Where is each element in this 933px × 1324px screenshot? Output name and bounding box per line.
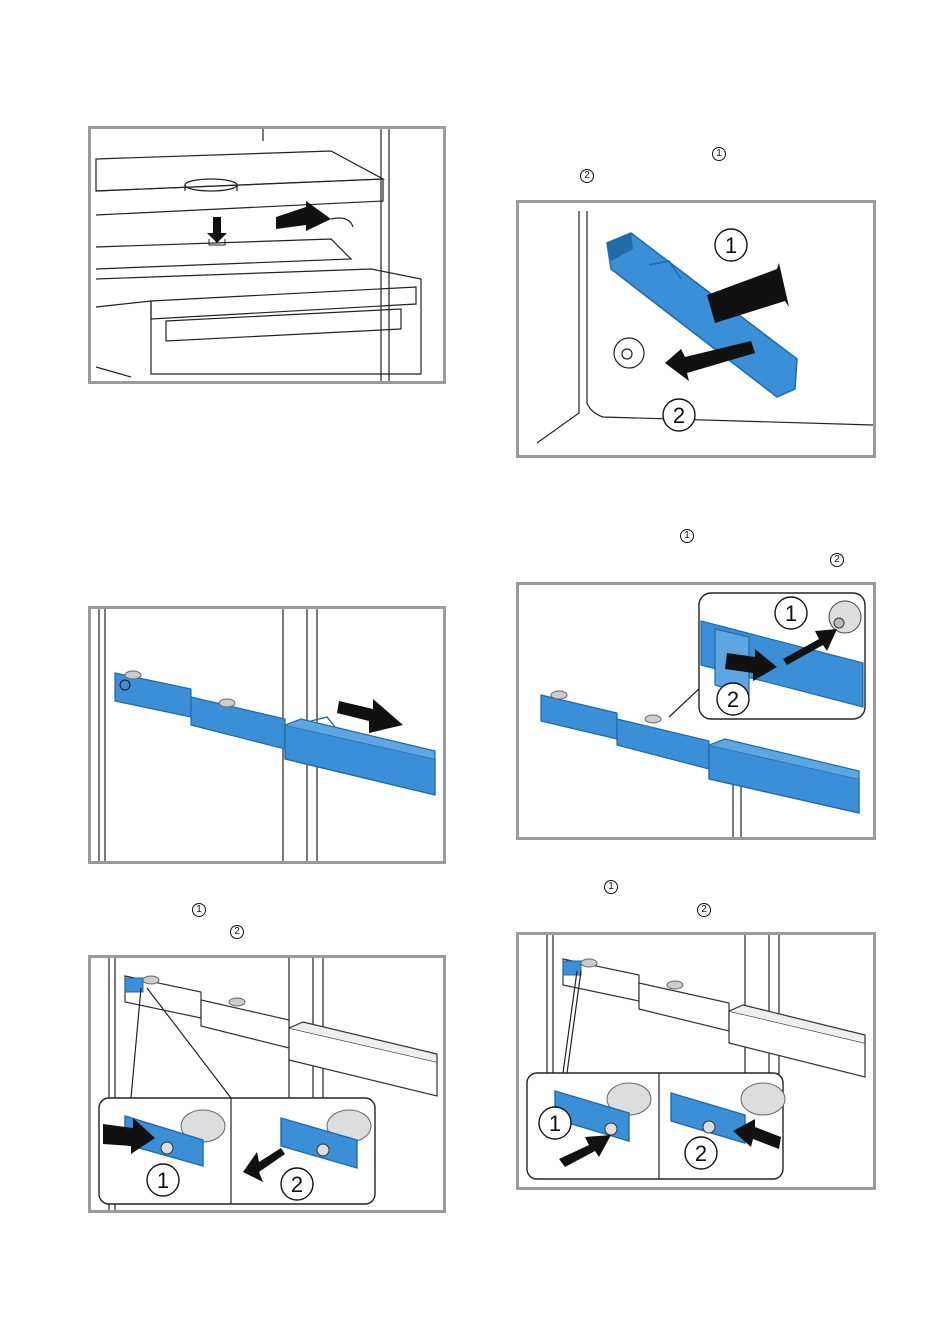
callout-number: 1 [549, 1111, 561, 1136]
figure-rail-unlock: 1 2 [88, 955, 446, 1213]
step-marker-2: 2 [830, 553, 844, 567]
part-remove-illustration: 1 2 [519, 203, 873, 455]
step-marker-2: 2 [697, 903, 711, 917]
step-marker-1: 1 [680, 529, 694, 543]
callout-number: 2 [291, 1172, 303, 1197]
callout-number: 2 [673, 403, 685, 428]
step-marker-2: 2 [580, 169, 594, 183]
rail-lock-illustration: 1 2 [519, 935, 873, 1187]
callout-number: 1 [725, 233, 737, 258]
callout-number: 2 [727, 687, 739, 712]
rail-slide-illustration [91, 609, 443, 861]
figure-rail-slide [88, 606, 446, 864]
callout-number: 1 [785, 601, 797, 626]
step-marker-2: 2 [230, 925, 244, 939]
step-marker-1: 1 [192, 903, 206, 917]
callout-number: 2 [695, 1141, 707, 1166]
figure-rail-lock: 1 2 [516, 932, 876, 1190]
step-marker-1: 1 [712, 147, 726, 161]
step-marker-1: 1 [604, 880, 618, 894]
rail-attach-illustration: 1 2 [519, 585, 873, 837]
figure-rail-attach: 1 2 [516, 582, 876, 840]
figure-part-remove: 1 2 [516, 200, 876, 458]
drawer-shelf-illustration [91, 129, 443, 381]
figure-drawer-shelf [88, 126, 446, 384]
rail-unlock-illustration: 1 2 [91, 958, 443, 1210]
callout-number: 1 [157, 1168, 169, 1193]
